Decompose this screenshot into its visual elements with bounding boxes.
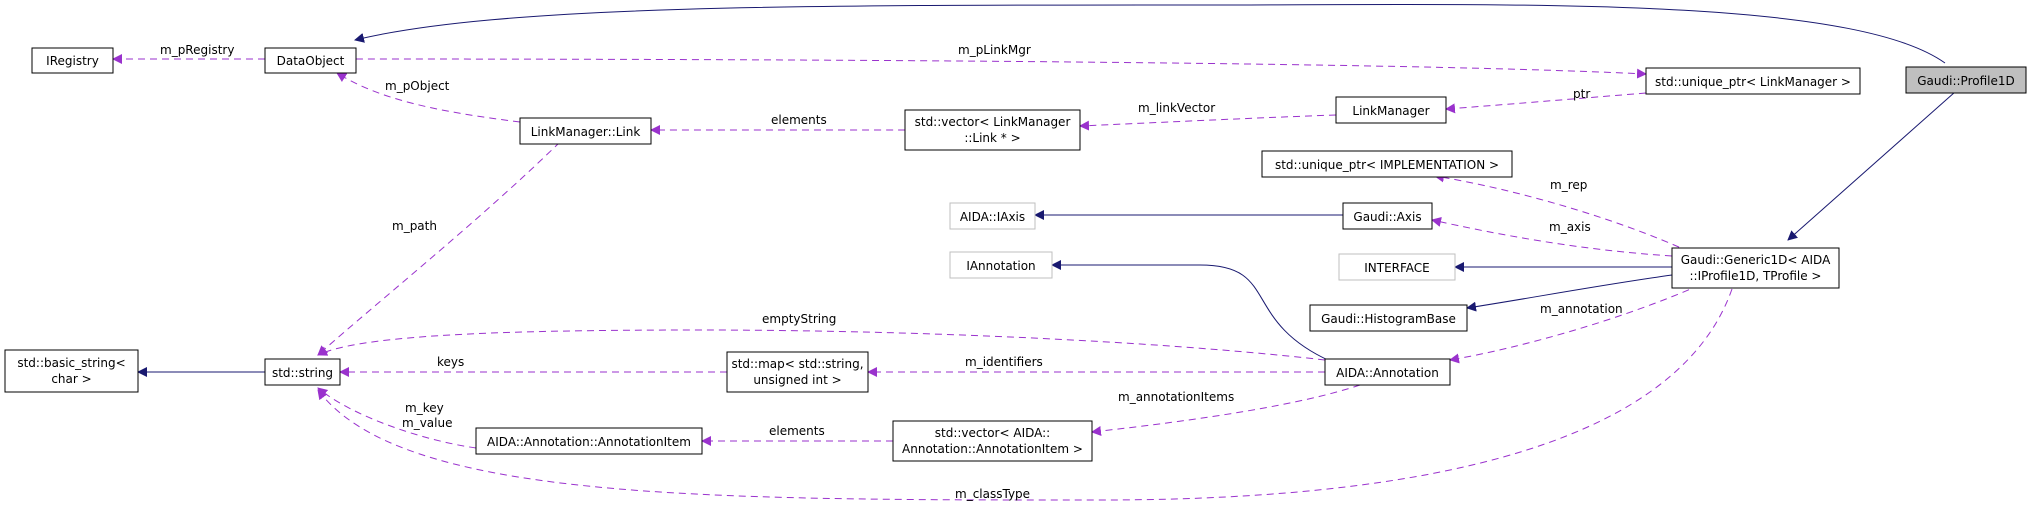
node-gaudi-profile1d-label: Gaudi::Profile1D [1917,74,2014,88]
node-interface[interactable]: INTERFACE [1338,253,1456,281]
edge-dataobject-to-unique-ptr-linkmgr [355,58,1647,79]
node-std-string-label: std::string [272,366,333,380]
node-aida-annotation-label: AIDA::Annotation [1336,366,1439,380]
node-unique-ptr-implementation-label: std::unique_ptr< IMPLEMENTATION > [1275,158,1499,172]
node-std-basic-string-label-2: char > [51,372,91,386]
edge-label-m-linkvector: m_linkVector [1138,101,1215,115]
node-iregistry[interactable]: IRegistry [31,47,114,74]
edge-generic1d-to-histogrambase [1466,274,1673,312]
node-vector-annotation-item-label-1: std::vector< AIDA:: [935,426,1050,440]
node-gaudi-generic1d-label-1: Gaudi::Generic1D< AIDA [1681,253,1831,267]
node-std-string[interactable]: std::string [264,358,341,386]
edge-label-elements-link: elements [771,113,827,127]
node-dataobject-label: DataObject [277,54,345,68]
edge-label-m-annotation: m_annotation [1540,302,1623,316]
edge-aida-annotation-to-vector-annotation-item [1091,384,1361,436]
node-gaudi-profile1d[interactable]: Gaudi::Profile1D [1905,66,2027,94]
node-iregistry-label: IRegistry [46,54,99,68]
node-dataobject[interactable]: DataObject [264,47,357,74]
node-linkmanager[interactable]: LinkManager [1335,96,1447,124]
edge-label-m-path: m_path [392,219,437,233]
node-linkmanager-link[interactable]: LinkManager::Link [519,117,652,145]
edge-linkmanager-to-vector-link [1079,114,1337,131]
node-gaudi-axis-label: Gaudi::Axis [1353,210,1421,224]
edge-aida-annotation-to-std-string-emptystring [317,329,1326,361]
node-vector-linkmanager-link-label-1: std::vector< LinkManager [915,115,1071,129]
edge-linkmanager-link-to-dataobject [336,72,521,123]
node-unique-ptr-linkmanager[interactable]: std::unique_ptr< LinkManager > [1645,67,1861,95]
node-vector-annotation-item[interactable]: std::vector< AIDA:: Annotation::Annotati… [892,420,1093,462]
edge-label-m-identifiers: m_identifiers [965,355,1043,369]
edge-label-m-value: m_value [402,416,452,430]
node-gaudi-histogrambase-label: Gaudi::HistogramBase [1321,312,1456,326]
node-gaudi-axis[interactable]: Gaudi::Axis [1342,202,1433,230]
node-gaudi-histogrambase[interactable]: Gaudi::HistogramBase [1309,304,1468,332]
edge-label-m-pregistry: m_pRegistry [160,43,234,57]
edge-label-elements-item: elements [769,424,825,438]
node-gaudi-generic1d[interactable]: Gaudi::Generic1D< AIDA ::IProfile1D, TPr… [1671,247,1840,289]
edge-label-keys: keys [437,355,464,369]
edge-label-m-rep: m_rep [1550,178,1587,192]
node-unique-ptr-linkmanager-label: std::unique_ptr< LinkManager > [1655,75,1851,89]
edge-label-m-plinkmgr: m_pLinkMgr [958,43,1031,57]
edge-label-m-classtype: m_classType [955,487,1030,501]
node-interface-label: INTERFACE [1364,261,1430,275]
node-aida-annotation[interactable]: AIDA::Annotation [1324,358,1451,386]
edge-generic1d-to-unique-ptr-impl [1434,172,1691,253]
node-std-basic-string-label-1: std::basic_string< [17,356,125,370]
node-std-basic-string[interactable]: std::basic_string< char > [4,349,139,393]
edge-label-m-annotationitems: m_annotationItems [1118,390,1234,404]
node-std-map[interactable]: std::map< std::string, unsigned int > [726,351,869,393]
node-unique-ptr-implementation[interactable]: std::unique_ptr< IMPLEMENTATION > [1261,150,1513,178]
node-aida-iaxis[interactable]: AIDA::IAxis [949,202,1036,230]
edge-generic1d-to-gaudi-axis [1431,217,1673,257]
edge-label-m-pobject: m_pObject [385,79,450,93]
node-iannotation-label: IAnnotation [966,259,1035,273]
edge-label-m-axis: m_axis [1549,220,1591,234]
edge-profile1d-to-dataobject [354,3,1946,64]
node-aida-iaxis-label: AIDA::IAxis [960,210,1025,224]
node-vector-linkmanager-link[interactable]: std::vector< LinkManager ::Link * > [904,109,1081,151]
edge-unique-ptr-linkmgr-to-linkmanager [1445,92,1647,114]
node-annotation-item-label: AIDA::Annotation::AnnotationItem [487,435,691,449]
edge-aida-annotation-to-iannotation [1051,260,1331,362]
node-gaudi-generic1d-label-2: ::IProfile1D, TProfile > [1690,269,1822,283]
edge-label-emptystring: emptyString [762,312,836,326]
node-linkmanager-label: LinkManager [1352,104,1429,118]
edge-label-ptr: ptr [1573,87,1590,101]
node-annotation-item[interactable]: AIDA::Annotation::AnnotationItem [475,427,703,455]
node-std-map-label-2: unsigned int > [753,373,841,387]
edge-generic1d-to-aida-annotation [1449,284,1701,364]
edge-generic1d-to-std-string-classtype [317,288,1733,501]
node-vector-annotation-item-label-2: Annotation::AnnotationItem > [902,442,1083,456]
edge-linkmanager-link-to-std-string [317,141,561,356]
node-std-map-label-1: std::map< std::string, [731,357,863,371]
edge-profile1d-to-generic1d [1787,91,1956,241]
node-iannotation[interactable]: IAnnotation [949,251,1053,279]
edge-label-m-key: m_key [405,401,444,415]
node-linkmanager-link-label: LinkManager::Link [531,125,641,139]
node-vector-linkmanager-link-label-2: ::Link * > [964,131,1020,145]
